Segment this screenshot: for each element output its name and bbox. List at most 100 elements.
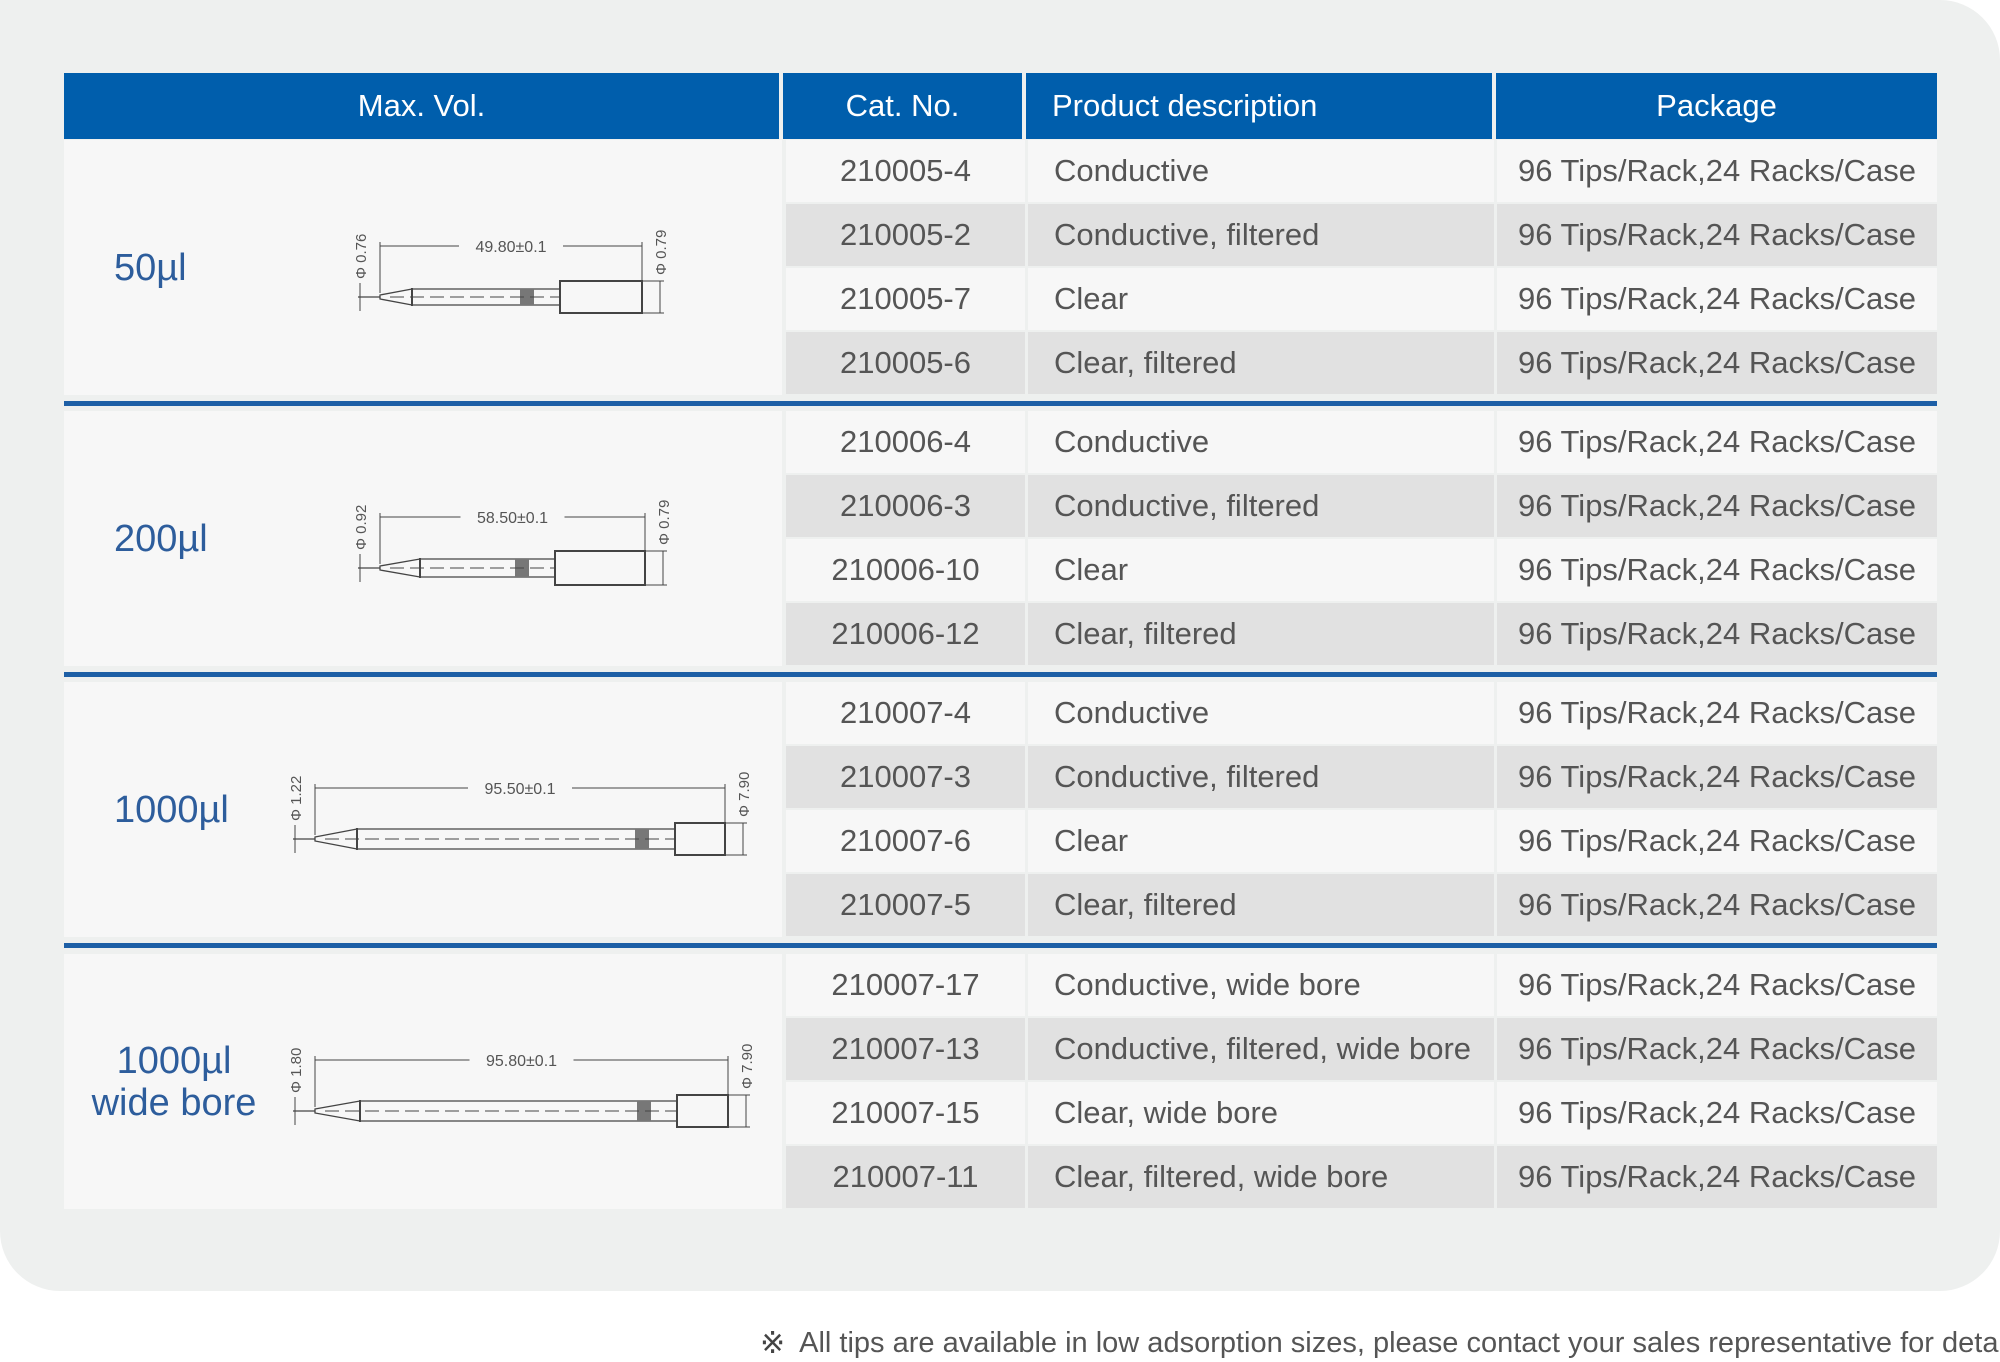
cat-no-cell: 210007-13	[786, 1018, 1025, 1080]
header-package: Package	[1496, 73, 1937, 139]
tip-diameter-label: Φ 1.22	[288, 776, 305, 821]
group-divider	[64, 401, 1937, 406]
cat-no-cell: 210005-4	[786, 140, 1025, 202]
package-cell: 96 Tips/Rack,24 Racks/Case	[1497, 140, 1937, 202]
header-max-vol: Max. Vol.	[64, 73, 779, 139]
tip-collar	[676, 1094, 729, 1128]
header-label: Max. Vol.	[357, 88, 486, 123]
filter-band	[520, 289, 534, 305]
tip-diameter-label: Φ 0.92	[353, 505, 370, 550]
cat-no-cell: 210007-15	[786, 1082, 1025, 1144]
volume-text: wide bore	[91, 1081, 257, 1124]
label-bg	[460, 507, 565, 527]
description-cell: Clear, wide bore	[1028, 1082, 1494, 1144]
max-vol-cell: 200µl 58.50±0.1 Φ 0.92 Φ 0.79	[64, 411, 782, 666]
package-cell: 96 Tips/Rack,24 Racks/Case	[1497, 954, 1937, 1016]
description-cell: Clear	[1028, 268, 1494, 330]
group-divider	[64, 943, 1937, 948]
tip-diameter-label: Φ 0.76	[353, 234, 370, 279]
label-bg	[468, 778, 572, 798]
description-cell: Clear, filtered	[1028, 874, 1494, 936]
package-cell: 96 Tips/Rack,24 Racks/Case	[1497, 1082, 1937, 1144]
top-diameter-label: Φ 0.79	[656, 500, 673, 545]
volume-text: 1000µl	[114, 788, 229, 831]
label-bg	[469, 1050, 574, 1070]
header-label: Product description	[1052, 88, 1318, 123]
header-description: Product description	[1026, 73, 1492, 139]
description-cell: Conductive	[1028, 682, 1494, 744]
cat-no-cell: 210007-17	[786, 954, 1025, 1016]
volume-text: 1000µl	[116, 1039, 232, 1082]
filter-band	[637, 1101, 651, 1121]
description-cell: Clear, filtered	[1028, 332, 1494, 394]
package-cell: 96 Tips/Rack,24 Racks/Case	[1497, 475, 1937, 537]
description-cell: Conductive	[1028, 411, 1494, 473]
tip-diameter-label: Φ 1.80	[288, 1048, 305, 1093]
description-cell: Conductive, filtered, wide bore	[1028, 1018, 1494, 1080]
package-cell: 96 Tips/Rack,24 Racks/Case	[1497, 682, 1937, 744]
cat-no-cell: 210005-2	[786, 204, 1025, 266]
description-cell: Clear	[1028, 810, 1494, 872]
filter-band	[635, 829, 649, 849]
top-diameter-label: Φ 7.90	[736, 772, 753, 817]
package-cell: 96 Tips/Rack,24 Racks/Case	[1497, 539, 1937, 601]
cat-no-cell: 210006-12	[786, 603, 1025, 665]
top-diameter-label: Φ 7.90	[739, 1044, 756, 1089]
cat-no-cell: 210005-7	[786, 268, 1025, 330]
package-cell: 96 Tips/Rack,24 Racks/Case	[1497, 268, 1937, 330]
max-vol-label: 200µl	[64, 411, 284, 666]
pipette-tip-drawing: 58.50±0.1 Φ 0.92 Φ 0.79	[353, 500, 673, 586]
description-cell: Conductive, filtered	[1028, 746, 1494, 808]
package-cell: 96 Tips/Rack,24 Racks/Case	[1497, 603, 1937, 665]
package-cell: 96 Tips/Rack,24 Racks/Case	[1497, 411, 1937, 473]
length-label: 58.50±0.1	[477, 510, 548, 527]
description-cell: Conductive, wide bore	[1028, 954, 1494, 1016]
cat-no-cell: 210006-4	[786, 411, 1025, 473]
length-label: 49.80±0.1	[475, 239, 546, 256]
cat-no-cell: 210005-6	[786, 332, 1025, 394]
cat-no-cell: 210007-3	[786, 746, 1025, 808]
volume-text: 200µl	[114, 517, 208, 560]
cat-no-cell: 210007-4	[786, 682, 1025, 744]
description-cell: Conductive, filtered	[1028, 475, 1494, 537]
footnote-text: All tips are available in low adsorption…	[799, 1327, 2000, 1359]
tip-collar	[554, 550, 646, 586]
tip-collar	[559, 280, 643, 314]
volume-text: 50µl	[114, 246, 187, 289]
cat-no-cell: 210006-3	[786, 475, 1025, 537]
cat-no-cell: 210006-10	[786, 539, 1025, 601]
header-cat-no: Cat. No.	[783, 73, 1022, 139]
package-cell: 96 Tips/Rack,24 Racks/Case	[1497, 874, 1937, 936]
footnote: ※ All tips are available in low adsorpti…	[760, 1326, 2000, 1361]
description-cell: Clear	[1028, 539, 1494, 601]
package-cell: 96 Tips/Rack,24 Racks/Case	[1497, 1146, 1937, 1208]
pipette-tip-drawing: 49.80±0.1 Φ 0.76 Φ 0.79	[353, 230, 670, 314]
cat-no-cell: 210007-11	[786, 1146, 1025, 1208]
description-cell: Clear, filtered, wide bore	[1028, 1146, 1494, 1208]
max-vol-label: 50µl	[64, 140, 284, 395]
label-bg	[459, 236, 563, 256]
top-diameter-label: Φ 0.79	[653, 230, 670, 275]
